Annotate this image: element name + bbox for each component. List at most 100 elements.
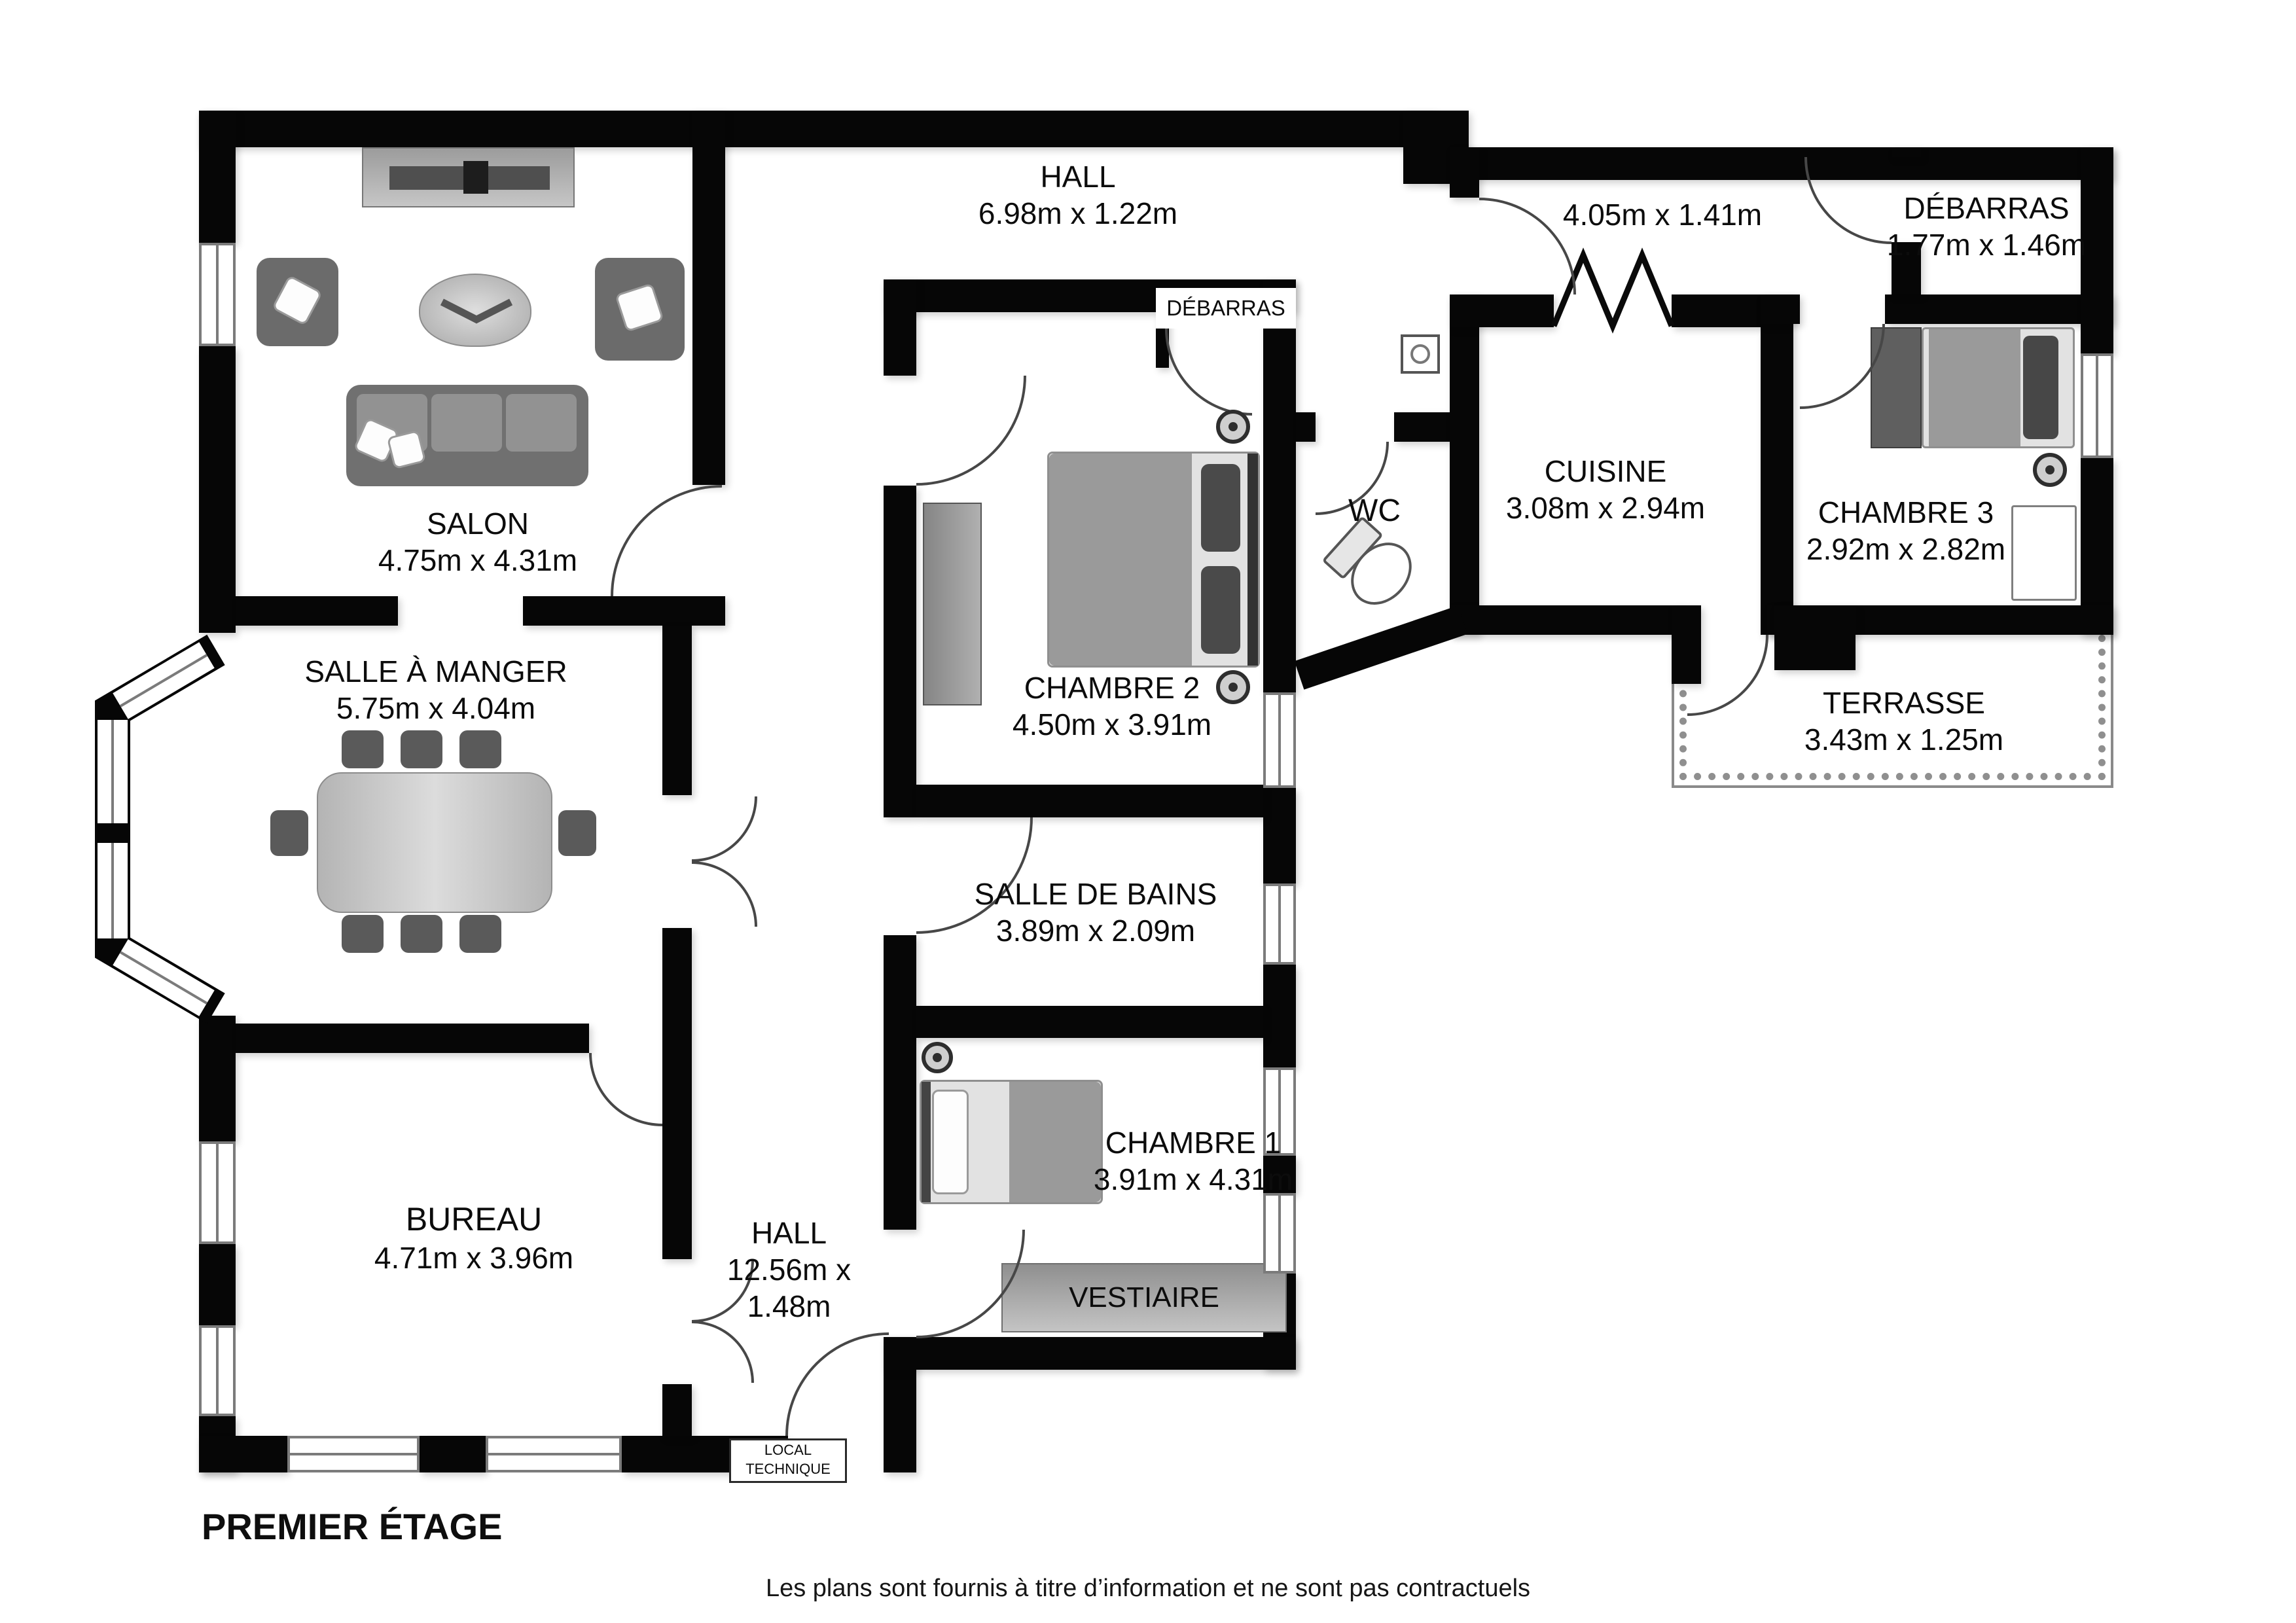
room-name: CHAMBRE 1 [1105,1126,1282,1160]
room-name: CHAMBRE 3 [1818,495,1994,529]
table-decor [473,298,513,324]
room-label-chambre2: CHAMBRE 2 4.50m x 3.91m [948,669,1276,743]
armchair [257,258,338,346]
room-dims: 4.75m x 4.31m [378,543,578,578]
wall [916,1006,1263,1038]
wall [1885,294,2113,324]
bedside-lamp-icon [922,1042,953,1073]
bed [920,1080,1103,1204]
wc-diagonal-wall [1294,605,1468,690]
duvet [1009,1082,1101,1202]
wall [199,1436,287,1472]
room-label-terrasse: TERRASSE 3.43m x 1.25m [1740,685,2068,758]
sofa [346,385,588,486]
wall [1263,1156,1296,1193]
room-dims: 2.92m x 2.82m [1806,532,2006,567]
tv-icon [463,161,488,194]
room-dims: 4.05m x 1.41m [1562,198,1763,232]
window [199,1141,236,1244]
room-label-bureau: BUREAU 4.71m x 3.96m [310,1200,637,1276]
wall [420,1436,486,1472]
room-dims: 6.98m x 1.22m [978,196,1178,231]
bed-pillow [932,1090,969,1194]
room-name: CHAMBRE 2 [1024,671,1200,705]
wall [236,596,398,626]
sofa-cushion [506,394,577,452]
wall [199,346,236,633]
room-label-couloir: 4.05m x 1.41m [1512,196,1813,233]
duvet [1049,454,1192,666]
room-name: DÉBARRAS [1166,296,1285,320]
wall [199,1244,236,1325]
window [1263,1067,1296,1156]
wall [1672,294,1761,327]
headboard [1247,454,1258,666]
dining-chair [401,915,442,953]
dining-chair [342,730,384,768]
headboard [922,1082,931,1202]
railing-balusters [1679,635,2106,780]
window [486,1436,622,1472]
wall [1436,147,2113,180]
window [1263,883,1296,965]
room-label-cuisine: CUISINE 3.08m x 2.94m [1448,453,1763,526]
wall [1450,605,1686,635]
room-name: SALON [427,507,529,541]
desk [2011,505,2077,601]
room-dims: 12.56m x [726,1253,852,1287]
dresser [923,503,982,705]
door-arc [692,861,757,927]
terrace-railing [1672,635,2113,788]
room-label-salle-a-manger: SALLE À MANGER 5.75m x 4.04m [253,653,619,726]
room-name: CUISINE [1544,454,1667,488]
wall [1263,965,1296,1067]
wall [1892,242,1921,294]
wall [236,1024,589,1053]
wall [662,928,692,1259]
dining-chair [558,810,596,856]
wall [692,111,725,485]
door-arc [785,1332,889,1436]
room-dims: 3.08m x 2.94m [1505,491,1706,526]
wardrobe: VESTIAIRE [1001,1263,1287,1332]
room-label-debarras-chambre2: DÉBARRAS [1156,288,1296,329]
room-name: BUREAU [405,1201,543,1238]
wall [1450,294,1479,635]
room-name: HALL [1040,160,1116,194]
room-label-salon: SALON 4.75m x 4.31m [314,505,641,579]
room-label-salle-de-bains: SALLE DE BAINS 3.89m x 2.09m [932,876,1259,949]
dining-chair [401,730,442,768]
room-label-wc: WC [1309,492,1440,531]
bed [1922,327,2075,448]
bed-pillow [2023,336,2058,439]
room-label-hall-haut: HALL 6.98m x 1.22m [914,158,1242,232]
wall [1296,412,1316,442]
wall [1450,147,1479,198]
wall [1774,605,1856,670]
bed-pillow [1201,464,1240,552]
wall [199,111,236,243]
door-arc [692,1321,754,1383]
window [199,1325,236,1416]
throw-pillow [271,274,323,327]
window [2081,353,2113,458]
room-name: TERRASSE [1823,686,1985,720]
bedside-lamp-icon [1216,670,1250,704]
wall [1761,294,1793,635]
room-label-chambre3: CHAMBRE 3 2.92m x 2.82m [1742,494,2070,567]
wall [662,626,692,795]
wall [1394,412,1450,442]
wall [1263,788,1296,883]
room-dims: 4.50m x 3.91m [1012,707,1212,742]
bedside-lamp-icon [1216,410,1250,444]
bed-pillow [1201,566,1240,654]
door-arc [692,796,757,862]
wall [884,935,916,1230]
wall [884,1337,1296,1370]
wall [1892,147,1921,157]
room-name: TECHNIQUE [745,1460,831,1477]
sofa-cushion [431,394,502,452]
bedside-lamp-icon [2033,453,2067,487]
wall [916,785,1263,817]
